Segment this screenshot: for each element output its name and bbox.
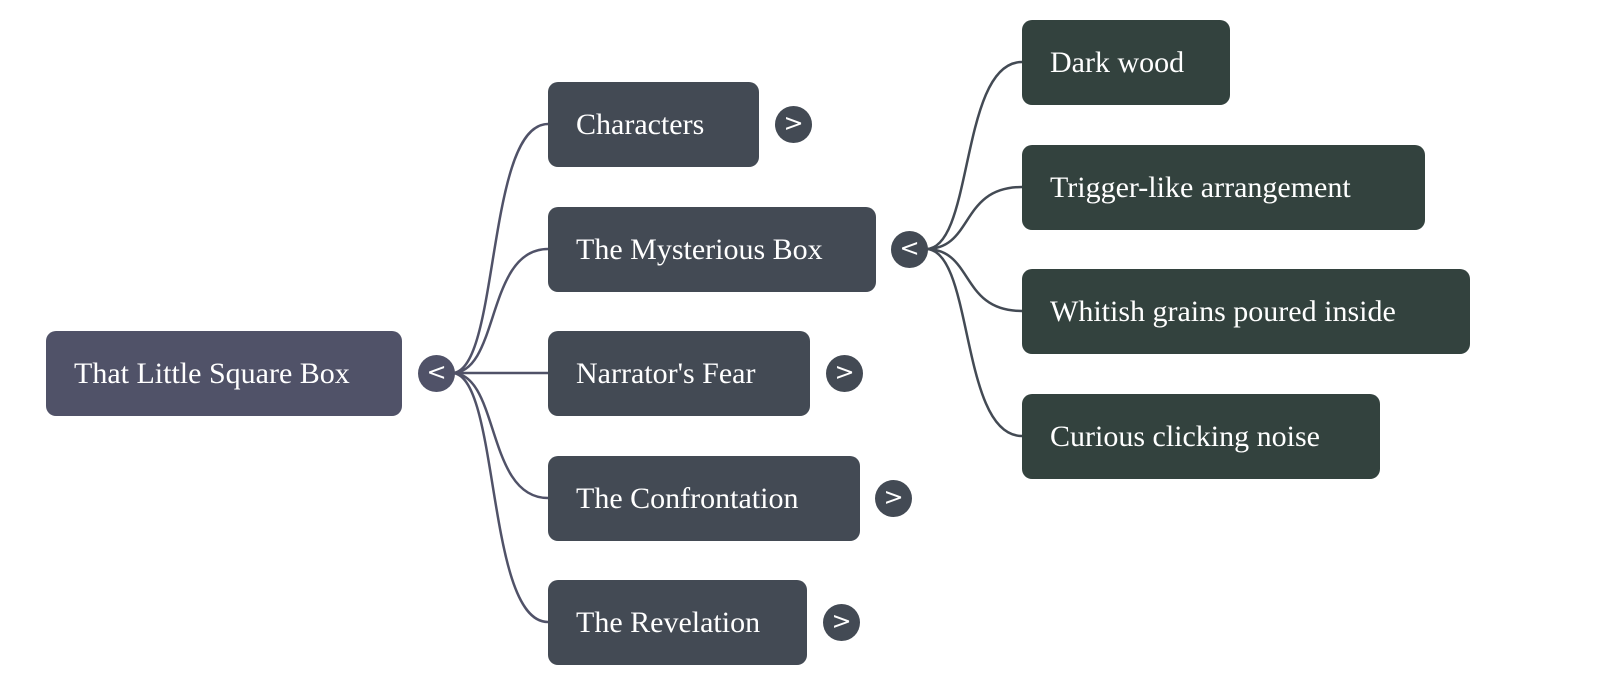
node-whitish-grains-poured-inside[interactable]: Whitish grains poured inside — [1022, 269, 1470, 354]
expand-revelation-toggle[interactable]: > — [823, 604, 860, 641]
link-root-to-mysterious-box — [451, 247, 549, 375]
collapse-mysterious-box-toggle[interactable]: < — [891, 231, 928, 268]
node-characters[interactable]: Characters — [548, 82, 759, 167]
link-box-to-dark-wood — [925, 60, 1023, 251]
node-the-confrontation[interactable]: The Confrontation — [548, 456, 860, 541]
node-the-mysterious-box[interactable]: The Mysterious Box — [548, 207, 876, 292]
node-dark-wood[interactable]: Dark wood — [1022, 20, 1230, 105]
link-root-to-confrontation — [451, 371, 549, 500]
root-node[interactable]: That Little Square Box — [46, 331, 402, 416]
expand-characters-toggle[interactable]: > — [775, 106, 812, 143]
node-curious-clicking-noise[interactable]: Curious clicking noise — [1022, 394, 1380, 479]
node-the-revelation[interactable]: The Revelation — [548, 580, 807, 665]
link-root-to-revelation — [451, 371, 549, 624]
collapse-root-toggle[interactable]: < — [418, 355, 455, 392]
link-box-to-whitish-grains — [925, 247, 1023, 313]
link-root-to-characters — [451, 122, 549, 375]
expand-confrontation-toggle[interactable]: > — [875, 480, 912, 517]
node-trigger-like-arrangement[interactable]: Trigger-like arrangement — [1022, 145, 1425, 230]
node-narrators-fear[interactable]: Narrator's Fear — [548, 331, 810, 416]
expand-narrators-fear-toggle[interactable]: > — [826, 355, 863, 392]
link-box-to-trigger-like-arrangement — [925, 185, 1023, 251]
link-box-to-curious-clicking-noise — [925, 247, 1023, 438]
